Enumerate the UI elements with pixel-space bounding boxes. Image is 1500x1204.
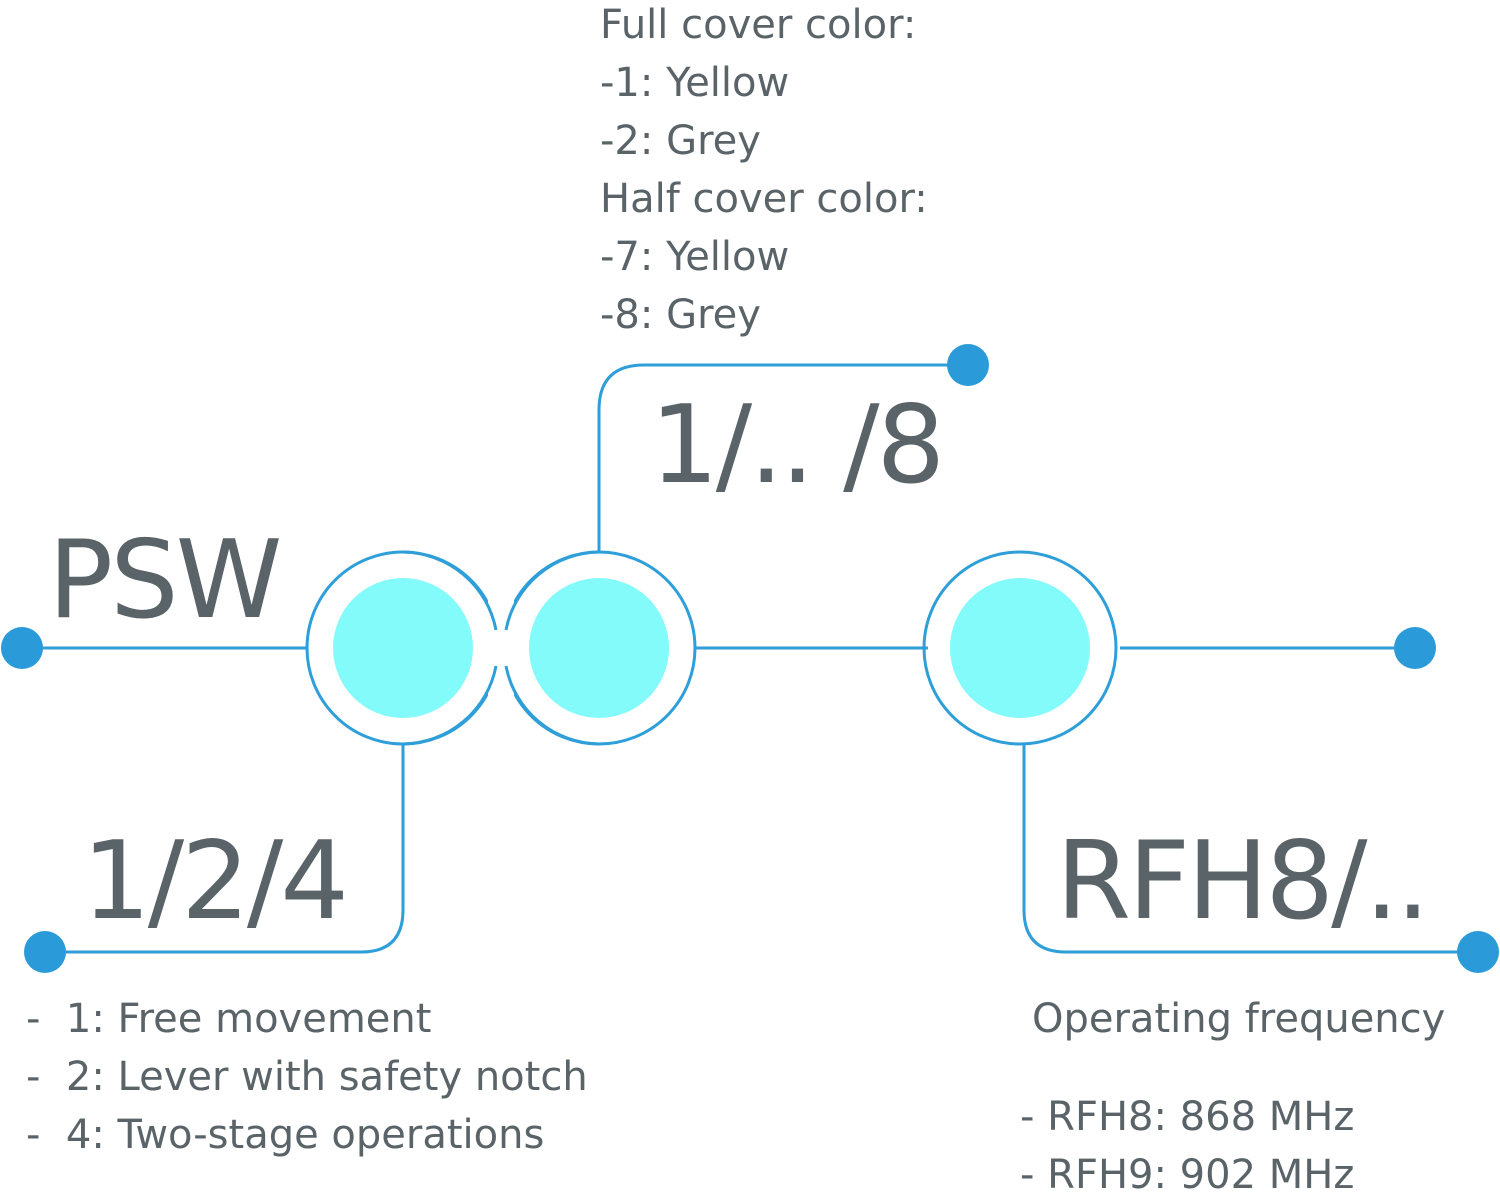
mechanism-option: - 2: Lever with safety notch (26, 1054, 588, 1100)
endpoint-dot (1457, 931, 1499, 973)
segment-circle (529, 578, 669, 718)
connector-line (45, 744, 405, 954)
full-cover-heading: Full cover color: (600, 2, 917, 48)
half-cover-option: -7: Yellow (600, 234, 790, 280)
full-cover-option: -2: Grey (600, 118, 761, 164)
connector-line (1022, 744, 1478, 954)
segment-circle (950, 578, 1090, 718)
code-psw: PSW (48, 518, 282, 643)
frequency-options: - RFH8: 868 MHz - RFH9: 902 MHz (1020, 1088, 1354, 1204)
endpoint-dot (1394, 627, 1436, 669)
code-mechanism: 1/2/4 (82, 819, 349, 944)
frequency-option: - RFH9: 902 MHz (1020, 1152, 1355, 1198)
code-frequency: RFH8/.. (1056, 819, 1430, 944)
endpoint-dot (24, 931, 66, 973)
frequency-heading: Operating frequency (1032, 996, 1446, 1042)
frequency-option: - RFH8: 868 MHz (1020, 1094, 1355, 1140)
endpoint-dot (947, 344, 989, 386)
half-cover-heading: Half cover color: (600, 176, 928, 222)
mechanism-option: - 1: Free movement (26, 996, 432, 1042)
mechanism-option: - 4: Two-stage operations (26, 1112, 545, 1158)
segment-circle (333, 578, 473, 718)
full-cover-option: -1: Yellow (600, 60, 790, 106)
connector-line (597, 363, 968, 552)
cover-options: Full cover color: -1: Yellow -2: Grey Ha… (600, 0, 928, 344)
endpoint-dot (1, 627, 43, 669)
half-cover-option: -8: Grey (600, 292, 761, 338)
mechanism-options: - 1: Free movement - 2: Lever with safet… (26, 990, 588, 1164)
ring (922, 550, 1118, 746)
code-cover: 1/.. /8 (650, 383, 945, 508)
